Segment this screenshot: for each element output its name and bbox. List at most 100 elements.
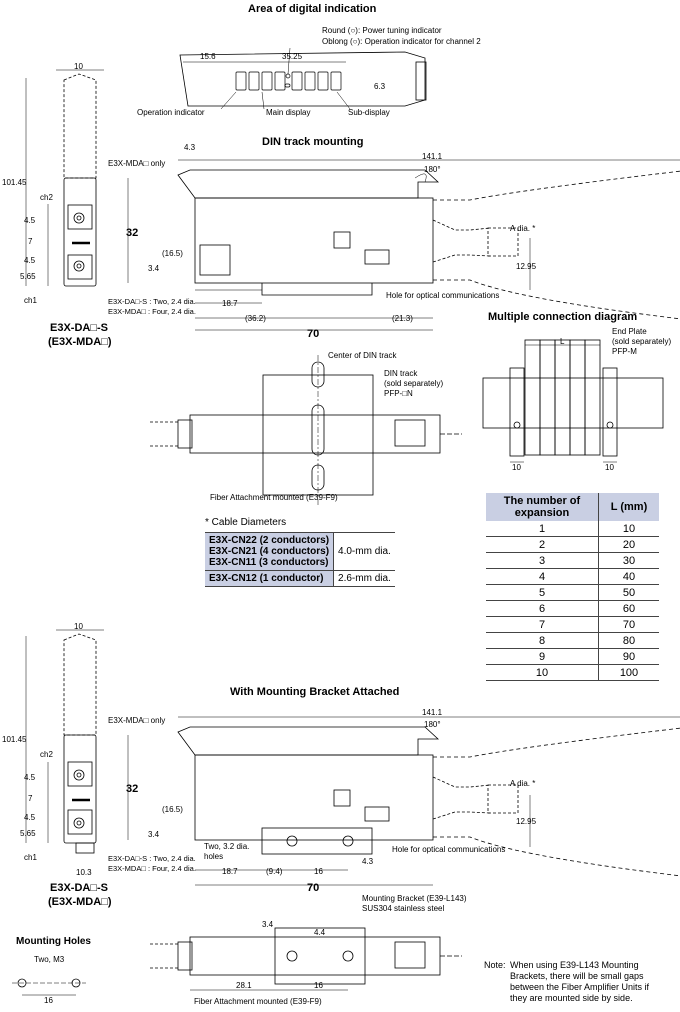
main-display-label: Main display — [266, 108, 311, 117]
model-name-2b: (E3X-MDA□) — [48, 896, 112, 908]
bracket-dim-16: 16 — [314, 867, 323, 876]
note-s-holes-2: E3X-DA□-S : Two, 2.4 dia. — [108, 854, 196, 863]
side-dim-10: 10 — [74, 62, 83, 71]
mda-only-label: E3X-MDA□ only — [108, 159, 166, 168]
dim-6-3: 6.3 — [374, 82, 386, 91]
ch2-label: ch2 — [40, 193, 53, 202]
bracket-dim-32: 32 — [126, 783, 139, 795]
din-track-label: DIN track — [384, 369, 418, 378]
din-dim-70: 70 — [307, 328, 320, 340]
side2-dim-7: 7 — [28, 794, 33, 803]
table-cell: 100 — [598, 664, 659, 681]
length-header: L (mm) — [598, 493, 659, 521]
end-plate-sold-label: (sold separately) — [612, 337, 672, 346]
note-mda-holes-2: E3X-MDA□ : Four, 2.4 dia. — [108, 864, 196, 873]
din-title: DIN track mounting — [262, 136, 364, 148]
din-dim-141-1: 141.1 — [422, 152, 443, 161]
table-cell: 10 — [598, 521, 659, 537]
ch1-label: ch1 — [24, 296, 37, 305]
table-cell: 30 — [598, 552, 659, 569]
ch1-label-2: ch1 — [24, 853, 37, 862]
mounting-holes-title: Mounting Holes — [16, 936, 91, 947]
side-dim-5-65: 5.65 — [20, 272, 36, 281]
cable-diameter: 2.6-mm dia. — [338, 573, 391, 584]
dim-35-25: 35.25 — [282, 52, 303, 61]
side2-dim-10: 10 — [74, 622, 83, 631]
bracket-main-view — [127, 716, 680, 886]
mounting-dim-16: 16 — [44, 996, 53, 1005]
note-label: Note: — [484, 960, 506, 970]
side-view-top — [25, 69, 104, 287]
side-dim-7: 7 — [28, 237, 33, 246]
multi-connection-view — [482, 339, 664, 463]
operation-indicator-label: Operation indicator — [137, 108, 205, 117]
table-cell: 50 — [598, 584, 659, 601]
display-area-outline — [179, 51, 427, 107]
din-dim-3-4: 3.4 — [148, 264, 160, 273]
table-cell: 2 — [486, 536, 599, 553]
multi-title: Multiple connection diagram — [488, 311, 638, 323]
cable-diameter: 4.0-mm dia. — [338, 546, 391, 557]
bracket-dim-16-5: (16.5) — [162, 805, 183, 814]
model-name-2: (E3X-MDA□) — [48, 336, 112, 348]
table-cell: 1 — [486, 521, 599, 537]
mda-only-label-2: E3X-MDA□ only — [108, 716, 166, 725]
table-cell: 80 — [598, 632, 659, 649]
din-dim-32: 32 — [126, 227, 139, 239]
bracket-top-view — [150, 927, 462, 991]
ch2-label-2: ch2 — [40, 750, 53, 759]
multi-dim-10-b: 10 — [605, 463, 614, 472]
oblong-indicator-note: Oblong (○): Operation indicator for chan… — [322, 37, 481, 46]
din-dim-18-7: 18.7 — [222, 299, 238, 308]
end-plate-label: End Plate — [612, 327, 647, 336]
side-dim-4-5-b: 4.5 — [24, 256, 36, 265]
note-line-3: between the Fiber Amplifier Units if — [510, 982, 650, 992]
bracket-angle-180: 180° — [424, 720, 441, 729]
pfp-m-label: PFP-M — [612, 347, 637, 356]
multi-L: L — [560, 337, 565, 346]
fiber-attachment-label-1: Fiber Attachment mounted (E39-F9) — [210, 493, 338, 502]
bracket-material-label: SUS304 stainless steel — [362, 904, 445, 913]
table-cell: 9 — [486, 648, 599, 665]
cable-model: E3X-CN22 (2 conductors) — [209, 535, 330, 546]
note-line-1: When using E39-L143 Mounting — [510, 960, 639, 970]
side-dim-4-5-a: 4.5 — [24, 216, 36, 225]
cable-models-cell: E3X-CN22 (2 conductors) E3X-CN21 (4 cond… — [205, 532, 335, 571]
center-din-label: Center of DIN track — [328, 351, 397, 360]
table-row: E3X-CN12 (1 conductor) 2.6-mm dia. — [205, 570, 395, 587]
side-dim-101-45: 101.45 — [2, 178, 27, 187]
cable-table: E3X-CN22 (2 conductors) E3X-CN21 (4 cond… — [205, 532, 395, 587]
bracket-dim-3-4: 3.4 — [148, 830, 160, 839]
bottom-dim-28-1: 28.1 — [236, 981, 252, 990]
expansion-header: The number of expansion — [486, 493, 599, 521]
model-name-1: E3X-DA□-S — [50, 322, 108, 334]
bracket-title: With Mounting Bracket Attached — [230, 686, 400, 698]
display-area-title: Area of digital indication — [248, 3, 377, 15]
din-angle-180: 180° — [424, 165, 441, 174]
bottom-dim-16: 16 — [314, 981, 323, 990]
cable-models-cell: E3X-CN12 (1 conductor) — [205, 570, 335, 587]
sub-display-label: Sub-display — [348, 108, 390, 117]
table-cell: 5 — [486, 584, 599, 601]
pfp-n-label: PFP-□N — [384, 389, 413, 398]
table-cell: 40 — [598, 568, 659, 585]
din-dim-16-5: (16.5) — [162, 249, 183, 258]
din-dim-21-3: (21.3) — [392, 314, 413, 323]
mounting-holes-view — [12, 978, 86, 996]
bracket-name-label: Mounting Bracket (E39-L143) — [362, 894, 467, 903]
fiber-attachment-label-2: Fiber Attachment mounted (E39-F9) — [194, 997, 322, 1006]
cable-model: E3X-CN12 (1 conductor) — [209, 573, 324, 584]
din-track-sold-label: (sold separately) — [384, 379, 444, 388]
din-top-view — [150, 355, 462, 505]
side2-dim-4-5-a: 4.5 — [24, 773, 36, 782]
